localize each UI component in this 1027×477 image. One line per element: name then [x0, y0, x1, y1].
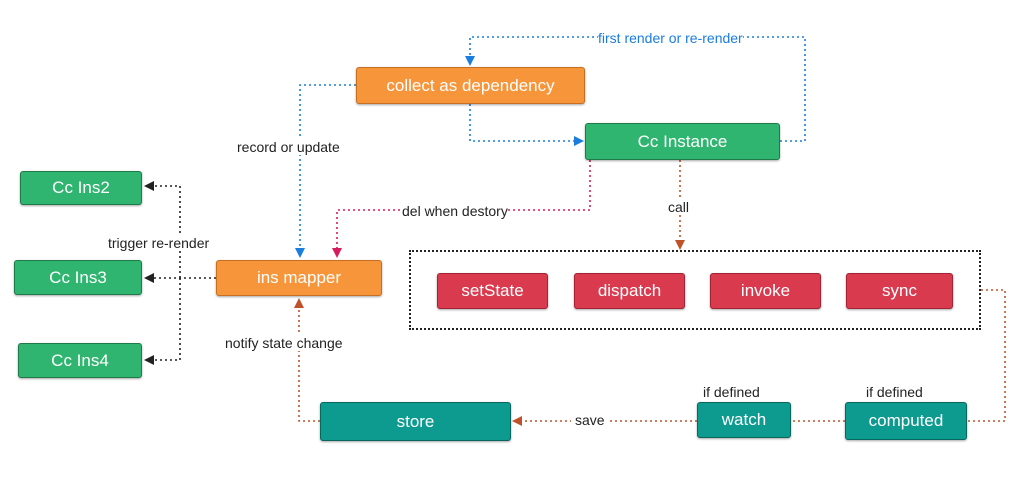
- sync-node: sync: [846, 273, 953, 309]
- label-notify-state: notify state change: [225, 335, 343, 351]
- edge-record-update: [295, 84, 356, 258]
- edge-collect-to-instance: [469, 104, 584, 146]
- ins-mapper-node: ins mapper: [216, 260, 382, 296]
- invoke-node: invoke: [710, 273, 821, 309]
- dispatch-node: dispatch: [574, 273, 685, 309]
- store-node: store: [320, 402, 511, 441]
- label-trigger-rerender: trigger re-render: [108, 235, 210, 251]
- edge-trigger-ins2: [144, 181, 181, 278]
- label-if-defined-watch: if defined: [703, 384, 760, 400]
- edge-first-render: [465, 36, 806, 142]
- edge-trigger-ins4: [144, 278, 181, 365]
- cc-ins3-node: Cc Ins3: [14, 260, 142, 295]
- cc-instance-node: Cc Instance: [585, 123, 780, 160]
- label-save: save: [571, 412, 609, 428]
- instance-methods-group: [409, 250, 981, 330]
- collect-as-dependency-node: collect as dependency: [356, 67, 585, 104]
- edge-sync-to-computed: [967, 289, 1006, 422]
- label-first-render: first render or re-render: [598, 30, 743, 46]
- label-if-defined-computed: if defined: [866, 384, 923, 400]
- watch-node: watch: [697, 402, 791, 438]
- computed-node: computed: [845, 402, 967, 440]
- set-state-node: setState: [437, 273, 548, 309]
- edge-notify-state: [294, 298, 320, 422]
- label-record-update: record or update: [237, 139, 340, 155]
- label-call: call: [668, 199, 690, 215]
- cc-ins2-node: Cc Ins2: [20, 171, 142, 205]
- label-del-destory: del when destory: [402, 203, 508, 219]
- cc-ins4-node: Cc Ins4: [18, 343, 142, 378]
